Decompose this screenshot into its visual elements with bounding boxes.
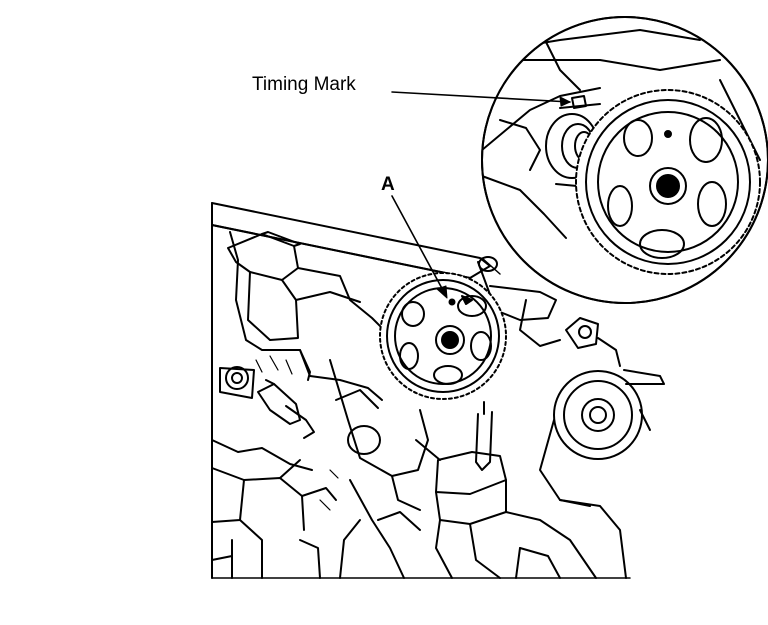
camshaft-sprocket xyxy=(380,273,506,399)
engine-block xyxy=(212,203,664,578)
detail-inset xyxy=(482,17,768,303)
callout-a-label: A xyxy=(381,174,395,195)
leader-lines xyxy=(392,92,570,298)
timing-mark-label: Timing Mark xyxy=(252,74,356,95)
